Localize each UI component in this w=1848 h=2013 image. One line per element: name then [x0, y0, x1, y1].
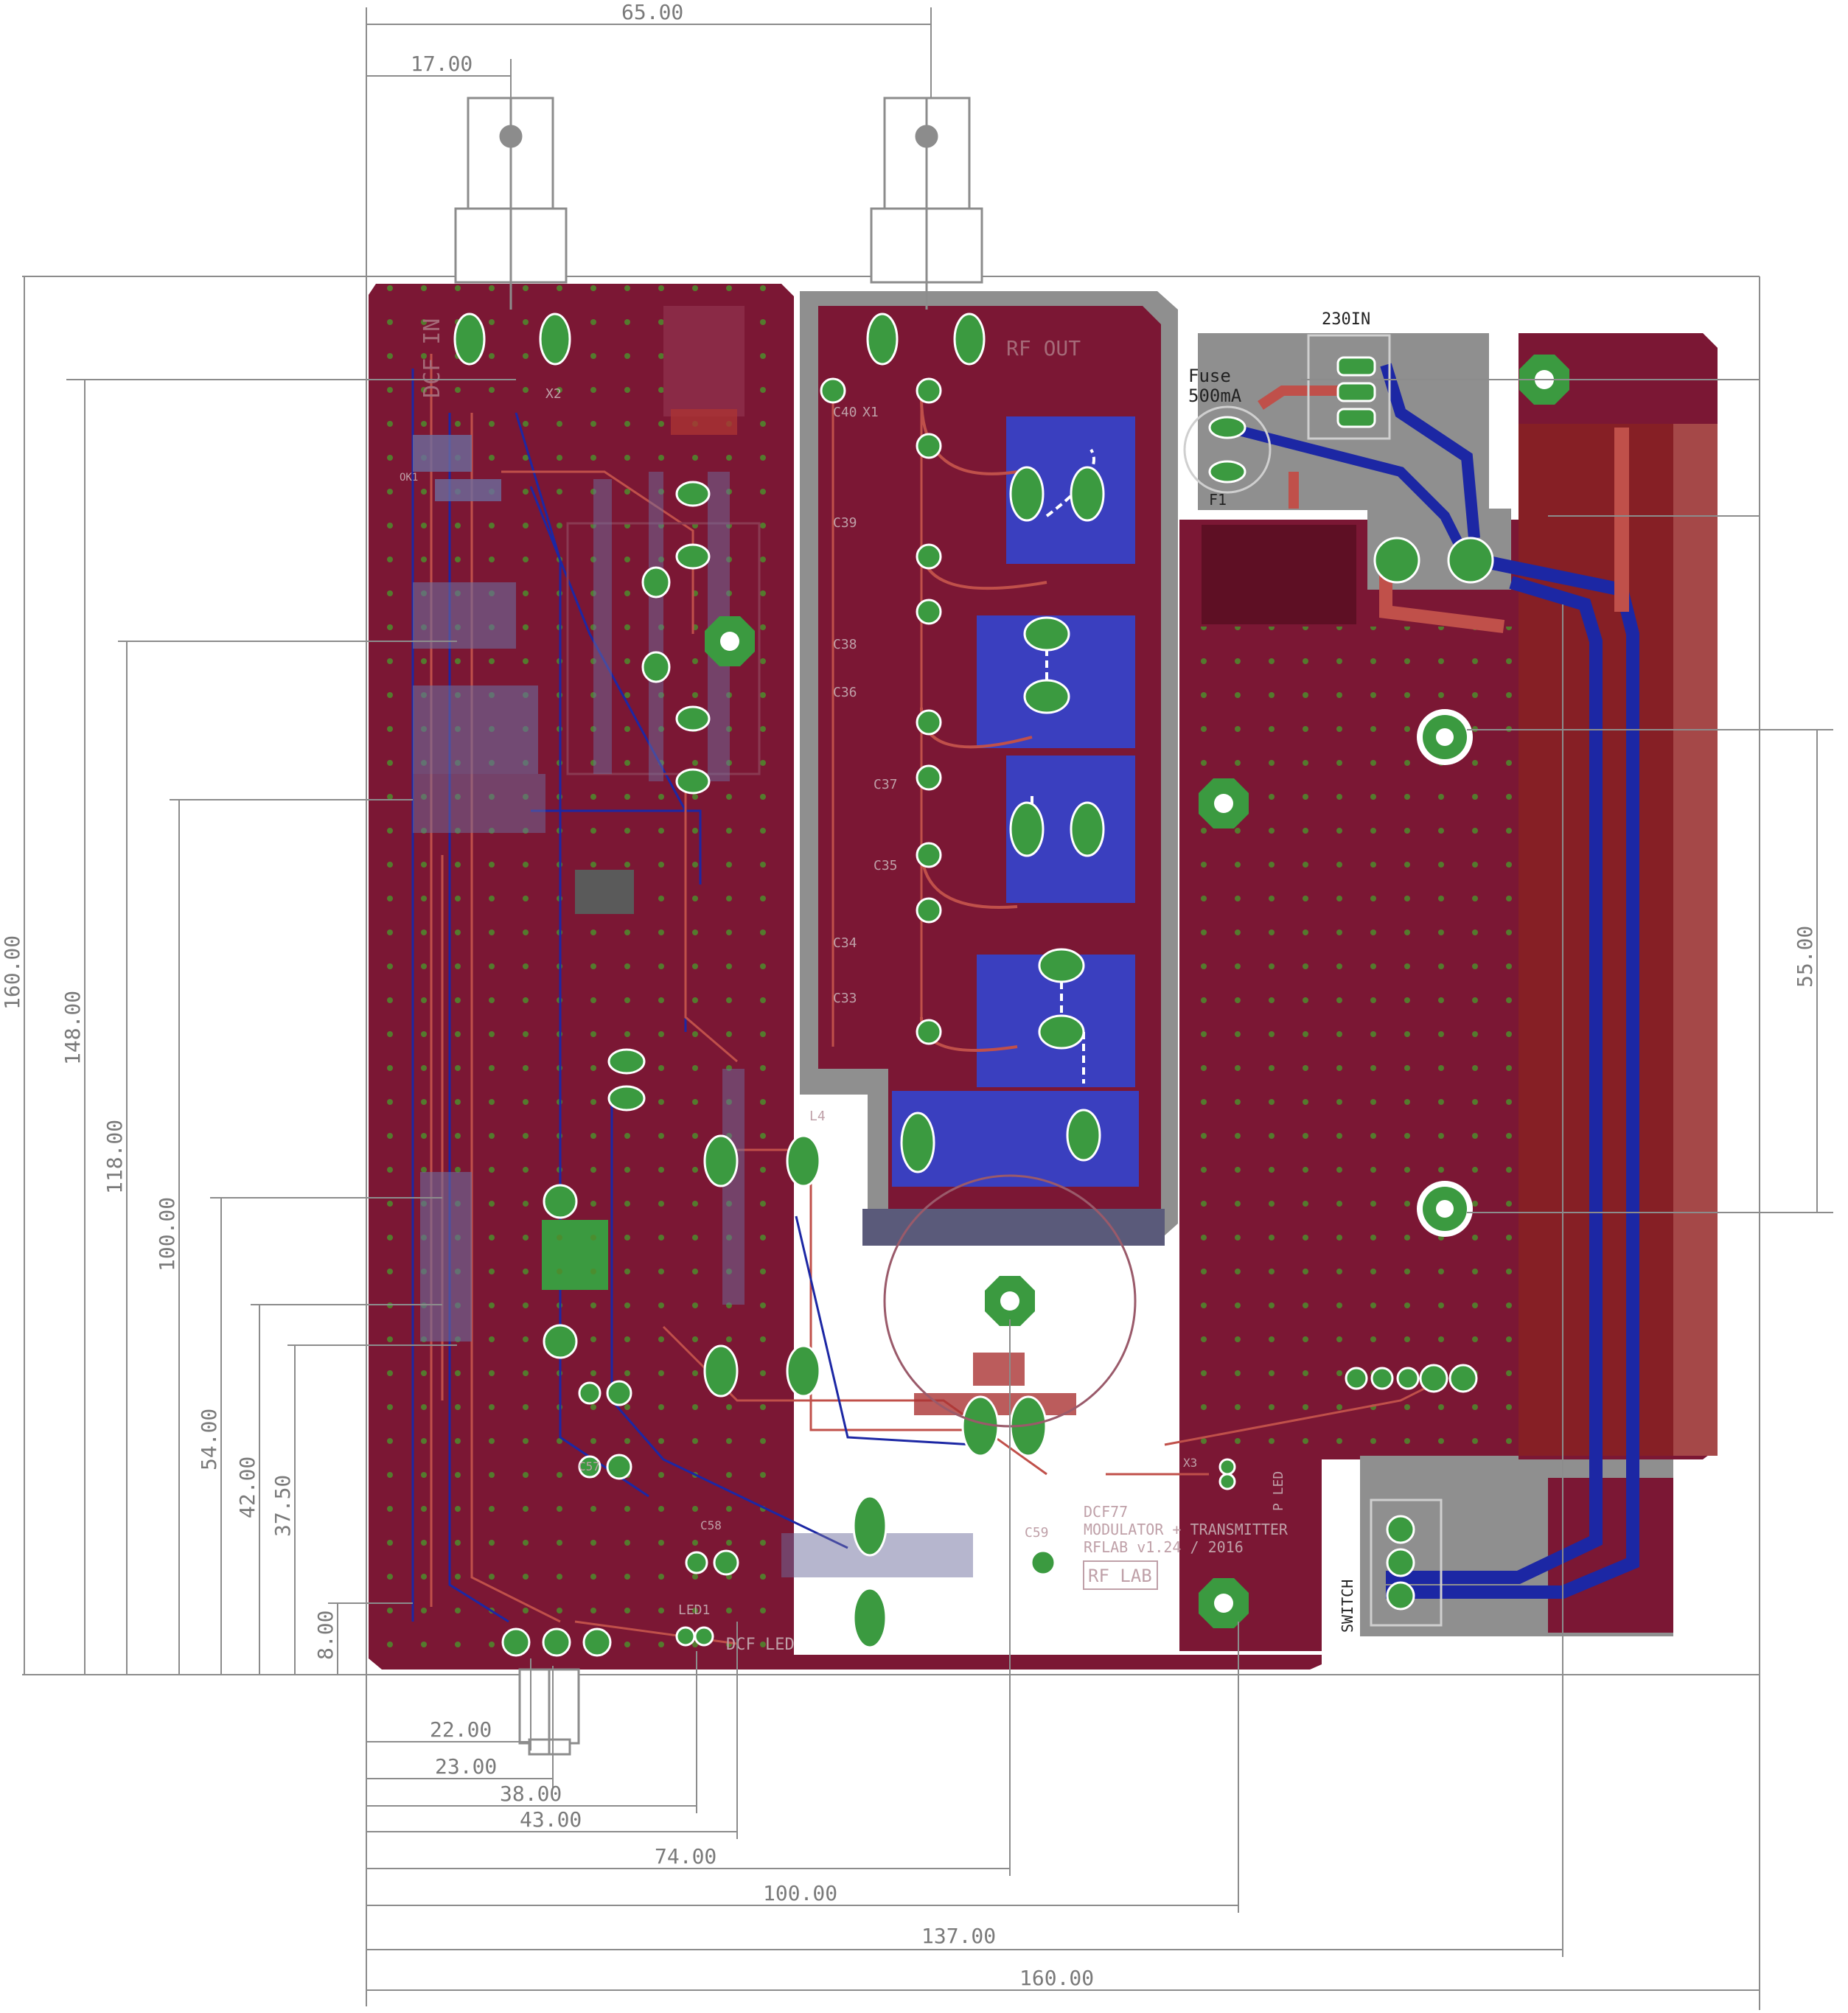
pcb-labels: DCF IN RF OUT X2 X1 230IN Fuse 500mA F1 …: [400, 310, 1370, 1654]
label-l4: L4: [809, 1109, 826, 1124]
sma-connector-bottom: [518, 1668, 580, 1756]
rf-lab-logo: RF LAB: [1088, 1566, 1152, 1586]
label-230in: 230IN: [1322, 310, 1370, 329]
dim-right-55: 55.00: [1793, 926, 1817, 988]
power-traces: [1226, 363, 1639, 1599]
dim-top-width: 65.00: [621, 0, 683, 24]
label-rf-out: RF OUT: [1006, 336, 1081, 360]
dim-left-118: 118.00: [102, 1120, 127, 1194]
dimension-values: 65.00 17.00 160.00 148.00 118.00 100.00 …: [0, 0, 1817, 1990]
label-fuse-rating: 500mA: [1188, 385, 1242, 406]
label-dcf-in: DCF IN: [419, 318, 445, 398]
dim-left-100: 100.00: [155, 1197, 179, 1271]
dim-bottom-43: 43.00: [520, 1807, 582, 1832]
dim-bottom-160: 160.00: [1019, 1966, 1094, 1990]
dim-bottom-38: 38.00: [500, 1782, 562, 1806]
dim-bottom-23: 23.00: [435, 1754, 497, 1779]
label-switch: SWITCH: [1339, 1580, 1356, 1633]
board-version: RFLAB v1.24 / 2016: [1084, 1538, 1244, 1556]
bnc-connector-rf-out: [870, 97, 983, 310]
label-p-led: P LED: [1271, 1471, 1286, 1511]
dim-left-54: 54.00: [197, 1409, 221, 1470]
dim-bottom-74: 74.00: [655, 1844, 716, 1869]
label-x1: X1: [862, 405, 879, 420]
label-c39: C39: [833, 515, 857, 531]
dim-left-148: 148.00: [60, 991, 85, 1065]
label-c38: C38: [833, 637, 857, 652]
dim-left-160: 160.00: [0, 935, 24, 1010]
mounting-holes: [705, 355, 1569, 1628]
dimension-annotations: [24, 24, 1833, 1991]
board-title: DCF77: [1084, 1503, 1128, 1521]
left-circuit: [411, 354, 1446, 1645]
through-hole-pads: [453, 313, 1494, 1657]
label-c35: C35: [874, 858, 898, 873]
dim-top-dcf-offset: 17.00: [411, 52, 473, 76]
label-c36: C36: [833, 685, 857, 700]
dim-left-8: 8.00: [313, 1611, 338, 1660]
label-x3: X3: [1183, 1456, 1197, 1470]
label-led1: LED1: [678, 1602, 710, 1618]
label-x2: X2: [545, 386, 562, 402]
label-f1: F1: [1209, 491, 1227, 509]
dim-bottom-22: 22.00: [430, 1717, 492, 1742]
dim-bottom-100: 100.00: [763, 1881, 837, 1905]
board-subtitle: MODULATOR + TRANSMITTER: [1084, 1521, 1289, 1538]
label-c40: C40: [833, 405, 857, 420]
label-fuse: Fuse: [1188, 366, 1231, 386]
label-c58: C58: [700, 1518, 722, 1532]
label-dcf-led: DCF LED: [726, 1636, 795, 1654]
dim-left-37-5: 37.50: [271, 1475, 295, 1537]
label-ok1: OK1: [400, 472, 418, 484]
dim-left-42: 42.00: [235, 1456, 259, 1518]
bnc-connector-dcf-in: [454, 97, 568, 310]
smd-components-left: [413, 306, 1076, 1577]
dim-bottom-137: 137.00: [921, 1924, 996, 1948]
label-c57: C57: [579, 1459, 600, 1473]
label-c33: C33: [833, 991, 857, 1006]
label-c34: C34: [833, 935, 857, 951]
label-c59: C59: [1025, 1525, 1049, 1541]
label-c37: C37: [874, 777, 898, 792]
